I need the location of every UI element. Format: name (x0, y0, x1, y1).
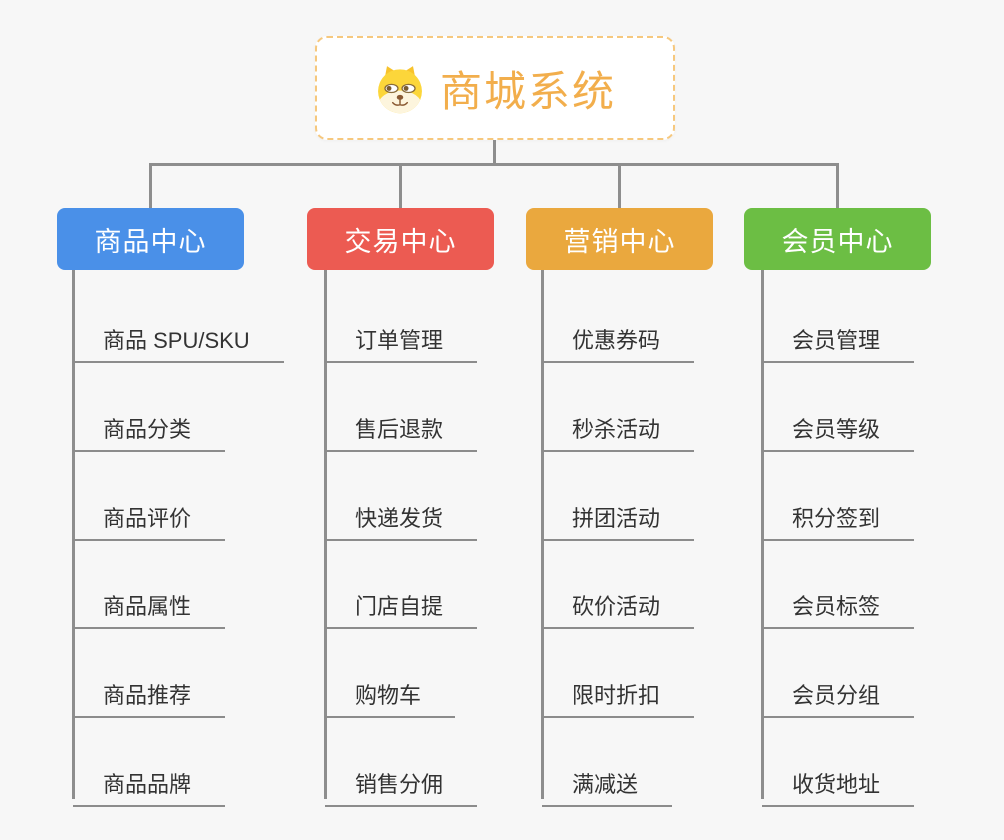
leaf-label: 购物车 (355, 683, 422, 709)
leaf-item[interactable]: 满减送 (542, 759, 673, 807)
branch-label: 会员中心 (781, 226, 894, 257)
branch-trunk-line (760, 270, 764, 799)
leaf-item[interactable]: 购物车 (325, 670, 456, 719)
leaf-label: 砍价活动 (572, 594, 661, 620)
leaf-label: 优惠券码 (572, 328, 661, 353)
leaf-label: 满减送 (572, 772, 639, 797)
leaf-item[interactable]: 商品分类 (73, 404, 226, 452)
leaf-item[interactable]: 销售分佣 (325, 759, 478, 807)
leaf-item[interactable]: 商品 SPU/SKU (73, 315, 284, 363)
connector-line (149, 163, 152, 208)
leaf-item[interactable]: 积分签到 (762, 493, 915, 541)
branch-label: 营销中心 (563, 226, 676, 257)
leaf-label: 快递发货 (355, 505, 444, 531)
leaf-item[interactable]: 商品评价 (73, 493, 226, 541)
leaf-label: 会员等级 (792, 416, 881, 442)
connector-line (836, 163, 839, 208)
leaf-item[interactable]: 秒杀活动 (542, 404, 695, 452)
branch-trunk-line (71, 270, 75, 799)
leaf-label: 积分签到 (792, 505, 881, 531)
leaf-item[interactable]: 商品属性 (73, 581, 226, 630)
leaf-label: 会员管理 (792, 328, 881, 353)
leaf-label: 商品评价 (103, 505, 192, 531)
leaf-label: 商品推荐 (103, 683, 192, 709)
leaf-item[interactable]: 会员分组 (762, 670, 915, 719)
leaf-label: 销售分佣 (355, 772, 444, 797)
leaf-item[interactable]: 订单管理 (325, 315, 478, 363)
leaf-label: 秒杀活动 (572, 416, 661, 442)
branch-label: 交易中心 (344, 226, 457, 257)
leaf-label: 商品 SPU/SKU (103, 328, 250, 353)
root-title: 商城系统 (439, 67, 616, 115)
leaf-item[interactable]: 门店自提 (325, 581, 478, 630)
leaf-label: 商品属性 (103, 594, 192, 620)
root-node[interactable]: 商城系统 (315, 36, 675, 140)
branch-trunk-line (540, 270, 544, 799)
branch-header-1[interactable]: 商品中心 (57, 208, 244, 270)
leaf-item[interactable]: 砍价活动 (542, 581, 695, 630)
connector-line (150, 163, 838, 166)
leaf-label: 门店自提 (355, 594, 444, 620)
leaf-item[interactable]: 会员标签 (762, 581, 915, 630)
leaf-item[interactable]: 优惠券码 (542, 315, 695, 363)
branch-header-4[interactable]: 会员中心 (744, 208, 931, 270)
connector-line (618, 163, 621, 208)
leaf-item[interactable]: 限时折扣 (542, 670, 695, 719)
leaf-item[interactable]: 商品推荐 (73, 670, 226, 719)
leaf-item[interactable]: 收货地址 (762, 759, 915, 807)
leaf-label: 售后退款 (355, 416, 444, 442)
branch-label: 商品中心 (94, 226, 207, 257)
branch-header-3[interactable]: 营销中心 (526, 208, 713, 270)
connector-line (399, 163, 402, 208)
leaf-label: 限时折扣 (572, 683, 661, 709)
leaf-item[interactable]: 会员等级 (762, 404, 915, 452)
leaf-item[interactable]: 拼团活动 (542, 493, 695, 541)
leaf-label: 收货地址 (792, 772, 881, 797)
leaf-label: 会员标签 (792, 594, 881, 620)
branch-header-2[interactable]: 交易中心 (307, 208, 494, 270)
leaf-label: 订单管理 (355, 328, 444, 353)
leaf-label: 商品品牌 (103, 772, 192, 797)
leaf-label: 商品分类 (103, 416, 192, 442)
leaf-item[interactable]: 商品品牌 (73, 759, 226, 807)
branch-trunk-line (323, 270, 327, 799)
leaf-item[interactable]: 售后退款 (325, 404, 478, 452)
leaf-item[interactable]: 会员管理 (762, 315, 915, 363)
doge-icon (374, 62, 426, 114)
connector-line (492, 140, 496, 166)
leaf-label: 拼团活动 (572, 505, 661, 531)
leaf-item[interactable]: 快递发货 (325, 493, 478, 541)
leaf-label: 会员分组 (792, 683, 881, 709)
